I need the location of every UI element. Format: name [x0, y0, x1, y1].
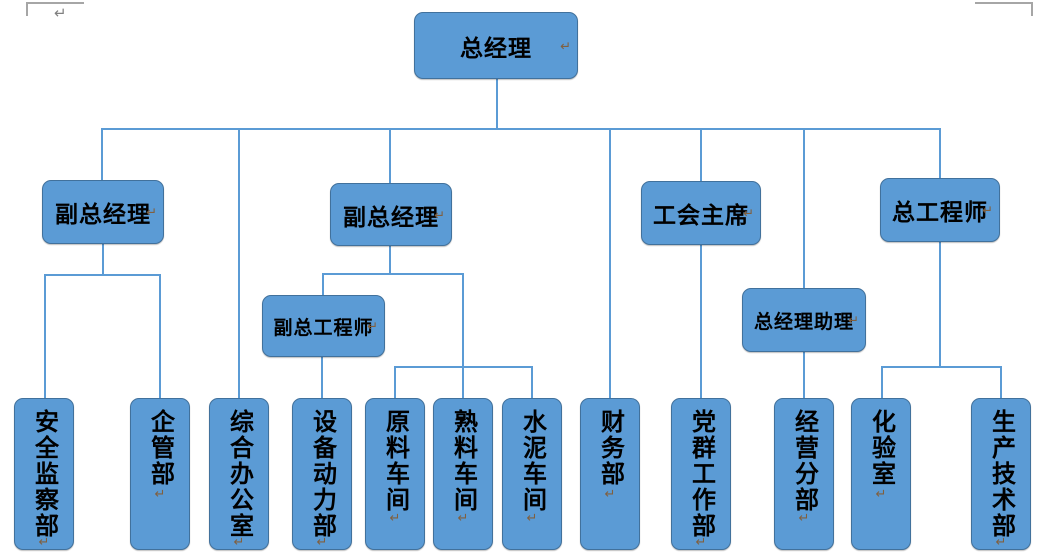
node-deputy-gm-1-pilcrow: ↵: [146, 205, 157, 221]
node-clinker-workshop[interactable]: 熟料车间 ↵: [433, 398, 493, 550]
node-deputy-chief-engineer-pilcrow: ↵: [367, 319, 378, 335]
connector-drop-union-chairman: [700, 128, 702, 181]
node-party-mass-work-dept-pilcrow: ↵: [695, 535, 707, 550]
node-raw-material-workshop[interactable]: 原料车间 ↵: [365, 398, 425, 550]
node-general-manager[interactable]: 总经理 ↵: [414, 12, 578, 79]
page-margin-mark-top-left: [26, 2, 84, 4]
node-finance-dept-pilcrow: ↵: [604, 487, 616, 502]
node-deputy-gm-1[interactable]: 副总经理 ↵: [42, 180, 164, 244]
node-enterprise-mgmt-dept-label: 企管部: [146, 409, 173, 487]
connector-deputy-gm-1-bus: [44, 274, 161, 276]
node-general-office-pilcrow: ↵: [233, 535, 245, 550]
connector-drop-gm-assistant: [803, 128, 805, 288]
connector-chief-engineer-bus: [881, 366, 1001, 368]
node-general-manager-label: 总经理: [460, 35, 532, 61]
connector-drop-cement-workshop: [531, 366, 533, 398]
connector-drop-equipment-power-dept: [321, 357, 323, 398]
connector-drop-production-tech-dept: [1000, 366, 1002, 398]
connector-drop-laboratory: [881, 366, 883, 398]
node-operations-branch-label: 经营分部: [790, 409, 817, 513]
node-party-mass-work-dept-label: 党群工作部: [687, 409, 714, 539]
connector-drop-raw-material-workshop: [394, 366, 396, 398]
node-production-tech-dept-pilcrow: ↵: [995, 535, 1007, 550]
node-general-office[interactable]: 综合办公室 ↵: [209, 398, 269, 550]
connector-drop-deputy-chief-engineer: [322, 273, 324, 295]
node-deputy-gm-1-label: 副总经理: [55, 202, 151, 227]
node-laboratory-pilcrow: ↵: [875, 487, 887, 502]
connector-main-bus: [101, 128, 941, 130]
node-chief-engineer[interactable]: 总工程师 ↵: [880, 178, 1000, 242]
connector-drop-deputy-gm-1: [101, 128, 103, 180]
connector-root-stem: [496, 79, 498, 129]
connector-deputy-gm-2-stem: [389, 246, 391, 274]
node-deputy-gm-2[interactable]: 副总经理 ↵: [330, 183, 452, 246]
node-general-office-label: 综合办公室: [225, 409, 252, 539]
node-union-chairman-pilcrow: ↵: [743, 206, 754, 222]
connector-drop-finance-dept: [609, 128, 611, 398]
node-enterprise-mgmt-dept[interactable]: 企管部 ↵: [130, 398, 190, 550]
node-laboratory[interactable]: 化验室 ↵: [851, 398, 911, 550]
node-raw-material-workshop-pilcrow: ↵: [389, 511, 401, 526]
document-paragraph-mark: ↵: [54, 4, 67, 22]
node-gm-assistant-pilcrow: ↵: [848, 313, 859, 329]
node-cement-workshop-label: 水泥车间: [518, 409, 545, 513]
node-equipment-power-dept-label: 设备动力部: [308, 409, 335, 539]
node-safety-supervision-dept[interactable]: 安全监察部 ↵: [14, 398, 74, 550]
node-deputy-chief-engineer-label: 副总工程师: [273, 317, 374, 339]
connector-drop-party-mass-work-dept: [700, 245, 702, 398]
page-margin-mark-top-right: [975, 2, 1033, 4]
node-gm-assistant[interactable]: 总经理助理 ↵: [742, 288, 866, 352]
node-equipment-power-dept[interactable]: 设备动力部 ↵: [292, 398, 352, 550]
node-equipment-power-dept-pilcrow: ↵: [316, 535, 328, 550]
node-party-mass-work-dept[interactable]: 党群工作部 ↵: [671, 398, 731, 550]
node-deputy-gm-2-pilcrow: ↵: [434, 207, 445, 223]
node-finance-dept-label: 财务部: [596, 409, 623, 487]
connector-drop-enterprise-mgmt-dept: [159, 274, 161, 398]
connector-drop-chief-engineer: [939, 128, 941, 178]
node-production-tech-dept-label: 生产技术部: [987, 409, 1014, 539]
node-operations-branch[interactable]: 经营分部 ↵: [774, 398, 834, 550]
node-safety-supervision-dept-pilcrow: ↵: [38, 535, 50, 550]
node-production-tech-dept[interactable]: 生产技术部 ↵: [971, 398, 1031, 550]
node-safety-supervision-dept-label: 安全监察部: [30, 409, 57, 539]
connector-drop-deputy-gm-2: [389, 128, 391, 183]
connector-chief-engineer-stem: [939, 242, 941, 367]
connector-drop-safety-supervision-dept: [44, 274, 46, 398]
node-chief-engineer-label: 总工程师: [892, 200, 988, 225]
node-deputy-gm-2-label: 副总经理: [343, 204, 439, 230]
connector-drop-clinker-workshop: [462, 366, 464, 398]
node-union-chairman-label: 工会主席: [653, 203, 749, 228]
connector-drop-general-office: [238, 128, 240, 398]
node-clinker-workshop-pilcrow: ↵: [457, 511, 469, 526]
node-cement-workshop[interactable]: 水泥车间 ↵: [502, 398, 562, 550]
page-margin-mark-left-edge: [26, 2, 28, 16]
connector-drop-operations-branch: [803, 352, 805, 398]
node-cement-workshop-pilcrow: ↵: [526, 511, 538, 526]
node-raw-material-workshop-label: 原料车间: [381, 409, 408, 513]
node-finance-dept[interactable]: 财务部 ↵: [580, 398, 640, 550]
connector-deputy-gm-2-bus: [322, 273, 463, 275]
connector-deputy-gm-1-stem: [102, 244, 104, 275]
connector-deputy-gm-2-workshop-stem: [462, 273, 464, 367]
node-operations-branch-pilcrow: ↵: [798, 511, 810, 526]
node-union-chairman[interactable]: 工会主席 ↵: [641, 181, 761, 245]
page-margin-mark-right-edge: [1031, 2, 1033, 16]
node-general-manager-pilcrow: ↵: [560, 38, 571, 54]
node-chief-engineer-pilcrow: ↵: [982, 203, 993, 219]
node-enterprise-mgmt-dept-pilcrow: ↵: [154, 487, 166, 502]
node-clinker-workshop-label: 熟料车间: [449, 409, 476, 513]
node-laboratory-label: 化验室: [867, 409, 894, 487]
node-gm-assistant-label: 总经理助理: [753, 311, 854, 333]
node-deputy-chief-engineer[interactable]: 副总工程师 ↵: [262, 295, 385, 357]
